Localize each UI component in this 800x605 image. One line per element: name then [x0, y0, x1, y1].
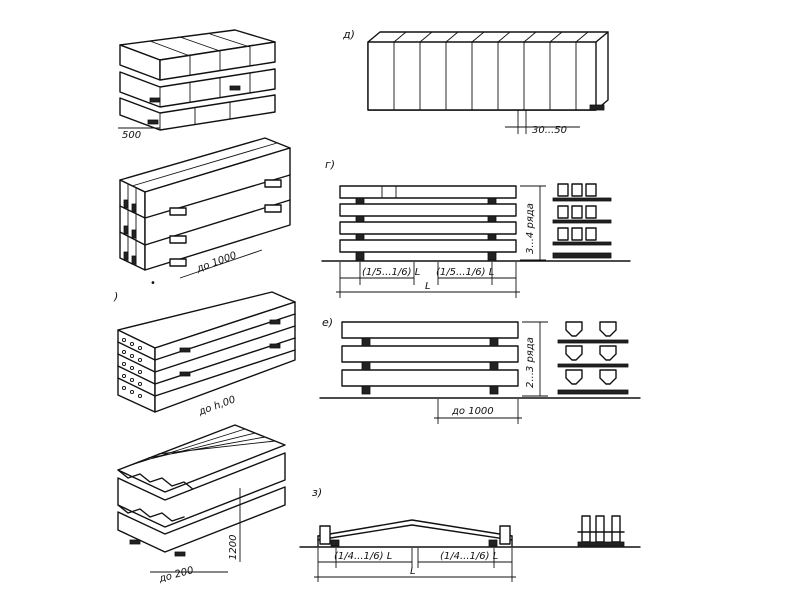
- panel-g: г) (1/5...1/6) L (1/5...1/6) L L 3...4 р…: [321, 158, 631, 298]
- label-do-200: до 200: [157, 565, 195, 585]
- panel-z-total: L: [410, 566, 416, 577]
- label-do-1000: до 1000: [194, 250, 238, 275]
- panel-z: з) (1/4...1/6) L (1/4...1/6) L L: [299, 486, 641, 582]
- panel-g-span-left: (1/5...1/6) L: [362, 267, 420, 278]
- ribbed-panel-stack-drawing: 1200 до 200: [117, 424, 286, 585]
- beam-stack-drawing: до 1000 •: [119, 137, 291, 289]
- panel-g-rows: 3...4 ряда: [525, 203, 536, 254]
- panel-z-span-left: (1/4...1/6) L: [334, 551, 392, 562]
- panel-z-span-right: (1/4...1/6) L: [440, 551, 498, 562]
- panel-d: д) 30...50: [342, 28, 609, 136]
- block-stack-drawing: 500: [118, 29, 276, 141]
- panel-g-total: L: [425, 281, 431, 292]
- panel-g-letter: г): [325, 158, 335, 171]
- panel-e-dimension: до 1000: [451, 406, 494, 417]
- panel-e: е) до 1000 2...3 ряда: [319, 316, 641, 424]
- panel-e-letter: е): [322, 316, 333, 329]
- panel-z-letter: з): [312, 486, 322, 499]
- label-dot: •: [150, 278, 156, 289]
- panel-e-rows: 2...3 ряда: [525, 337, 536, 388]
- slab-stack-drawing: ) до h,00: [113, 290, 296, 418]
- panel-d-letter: д): [342, 28, 355, 41]
- label-partial-letter: ): [113, 290, 118, 303]
- panel-g-span-right: (1/5...1/6) L: [436, 267, 494, 278]
- panel-d-dimension: 30...50: [532, 125, 567, 136]
- label-do-h00: до h,00: [196, 394, 237, 418]
- label-1200: 1200: [228, 535, 239, 560]
- label-500: 500: [122, 130, 141, 141]
